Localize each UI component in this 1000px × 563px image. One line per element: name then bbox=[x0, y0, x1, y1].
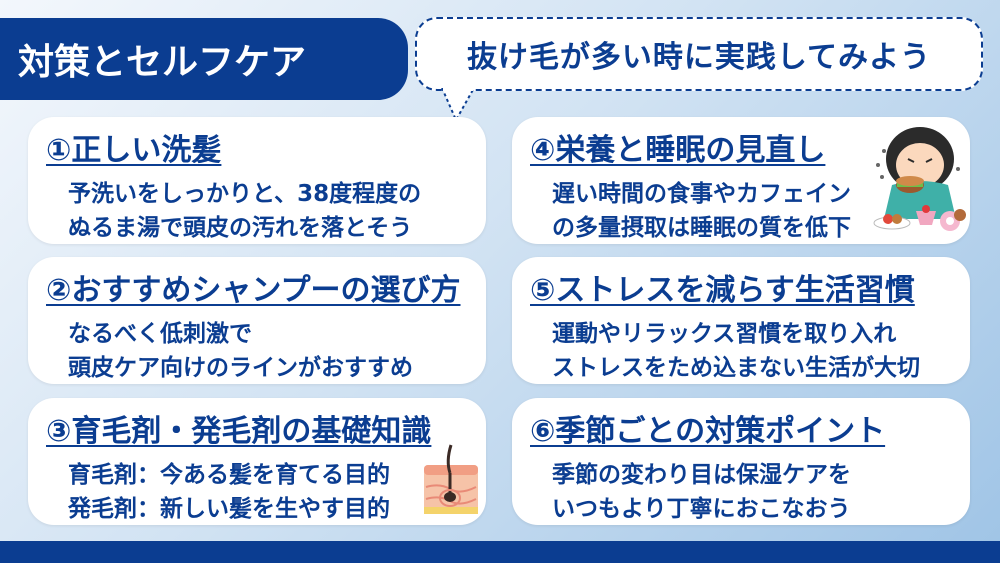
card-text-line: ぬるま湯で頭皮の汚れを落とそう bbox=[68, 215, 413, 241]
card-nutrition-sleep: ④栄養と睡眠の見直し 遅い時間の食事やカフェイン の多量摂取は睡眠の質を低下 bbox=[512, 117, 970, 244]
page-title: 対策とセルフケア bbox=[0, 18, 408, 100]
card-title: ⑤ストレスを減らす生活習慣 bbox=[530, 273, 915, 308]
card-title: ②おすすめシャンプーの選び方 bbox=[46, 273, 461, 308]
speech-text: 抜け毛が多い時に実践してみよう bbox=[466, 40, 932, 75]
card-title: ③育毛剤・発毛剤の基礎知識 bbox=[46, 414, 432, 449]
card-hair-growth-products: ③育毛剤・発毛剤の基礎知識 育毛剤：今ある髪を育てる目的 発毛剤：新しい髪を生や… bbox=[28, 398, 486, 525]
card-hair-washing: ①正しい洗髪 予洗いをしっかりと、38度程度の ぬるま湯で頭皮の汚れを落とそう bbox=[28, 117, 486, 244]
card-text-line: 頭皮ケア向けのラインがおすすめ bbox=[68, 355, 413, 381]
card-text-line: なるべく低刺激で bbox=[68, 321, 252, 347]
eating-person-icon bbox=[873, 127, 966, 231]
card-stress-reduction: ⑤ストレスを減らす生活習慣 運動やリラックス習慣を取り入れ ストレスをため込まな… bbox=[512, 257, 970, 384]
card-seasonal-care: ⑥季節ごとの対策ポイント 季節の変わり目は保湿ケアを いつもより丁寧におこなおう bbox=[512, 398, 970, 525]
card-title: ①正しい洗髪 bbox=[46, 133, 222, 168]
card-text-line: の多量摂取は睡眠の質を低下 bbox=[552, 215, 851, 241]
card-text-line: 遅い時間の食事やカフェイン bbox=[552, 181, 851, 207]
card-text-line: 運動やリラックス習慣を取り入れ bbox=[552, 321, 897, 347]
card-shampoo-selection: ②おすすめシャンプーの選び方 なるべく低刺激で 頭皮ケア向けのラインがおすすめ bbox=[28, 257, 486, 384]
card-text-line: いつもより丁寧におこなおう bbox=[552, 496, 851, 522]
card-text-line: 発毛剤：新しい髪を生やす目的 bbox=[68, 496, 390, 522]
card-text-line: 育毛剤：今ある髪を育てる目的 bbox=[68, 462, 390, 488]
speech-bubble: 抜け毛が多い時に実践してみよう bbox=[415, 17, 983, 91]
hair-follicle-icon bbox=[424, 444, 478, 514]
footer-bar bbox=[0, 541, 1000, 563]
card-title: ⑥季節ごとの対策ポイント bbox=[530, 414, 886, 449]
card-title: ④栄養と睡眠の見直し bbox=[530, 133, 826, 168]
card-text-line: 季節の変わり目は保湿ケアを bbox=[552, 462, 851, 488]
speech-bubble-tail bbox=[441, 88, 475, 122]
card-text-line: ストレスをため込まない生活が大切 bbox=[552, 355, 920, 381]
card-text-line: 予洗いをしっかりと、38度程度の bbox=[68, 181, 422, 207]
